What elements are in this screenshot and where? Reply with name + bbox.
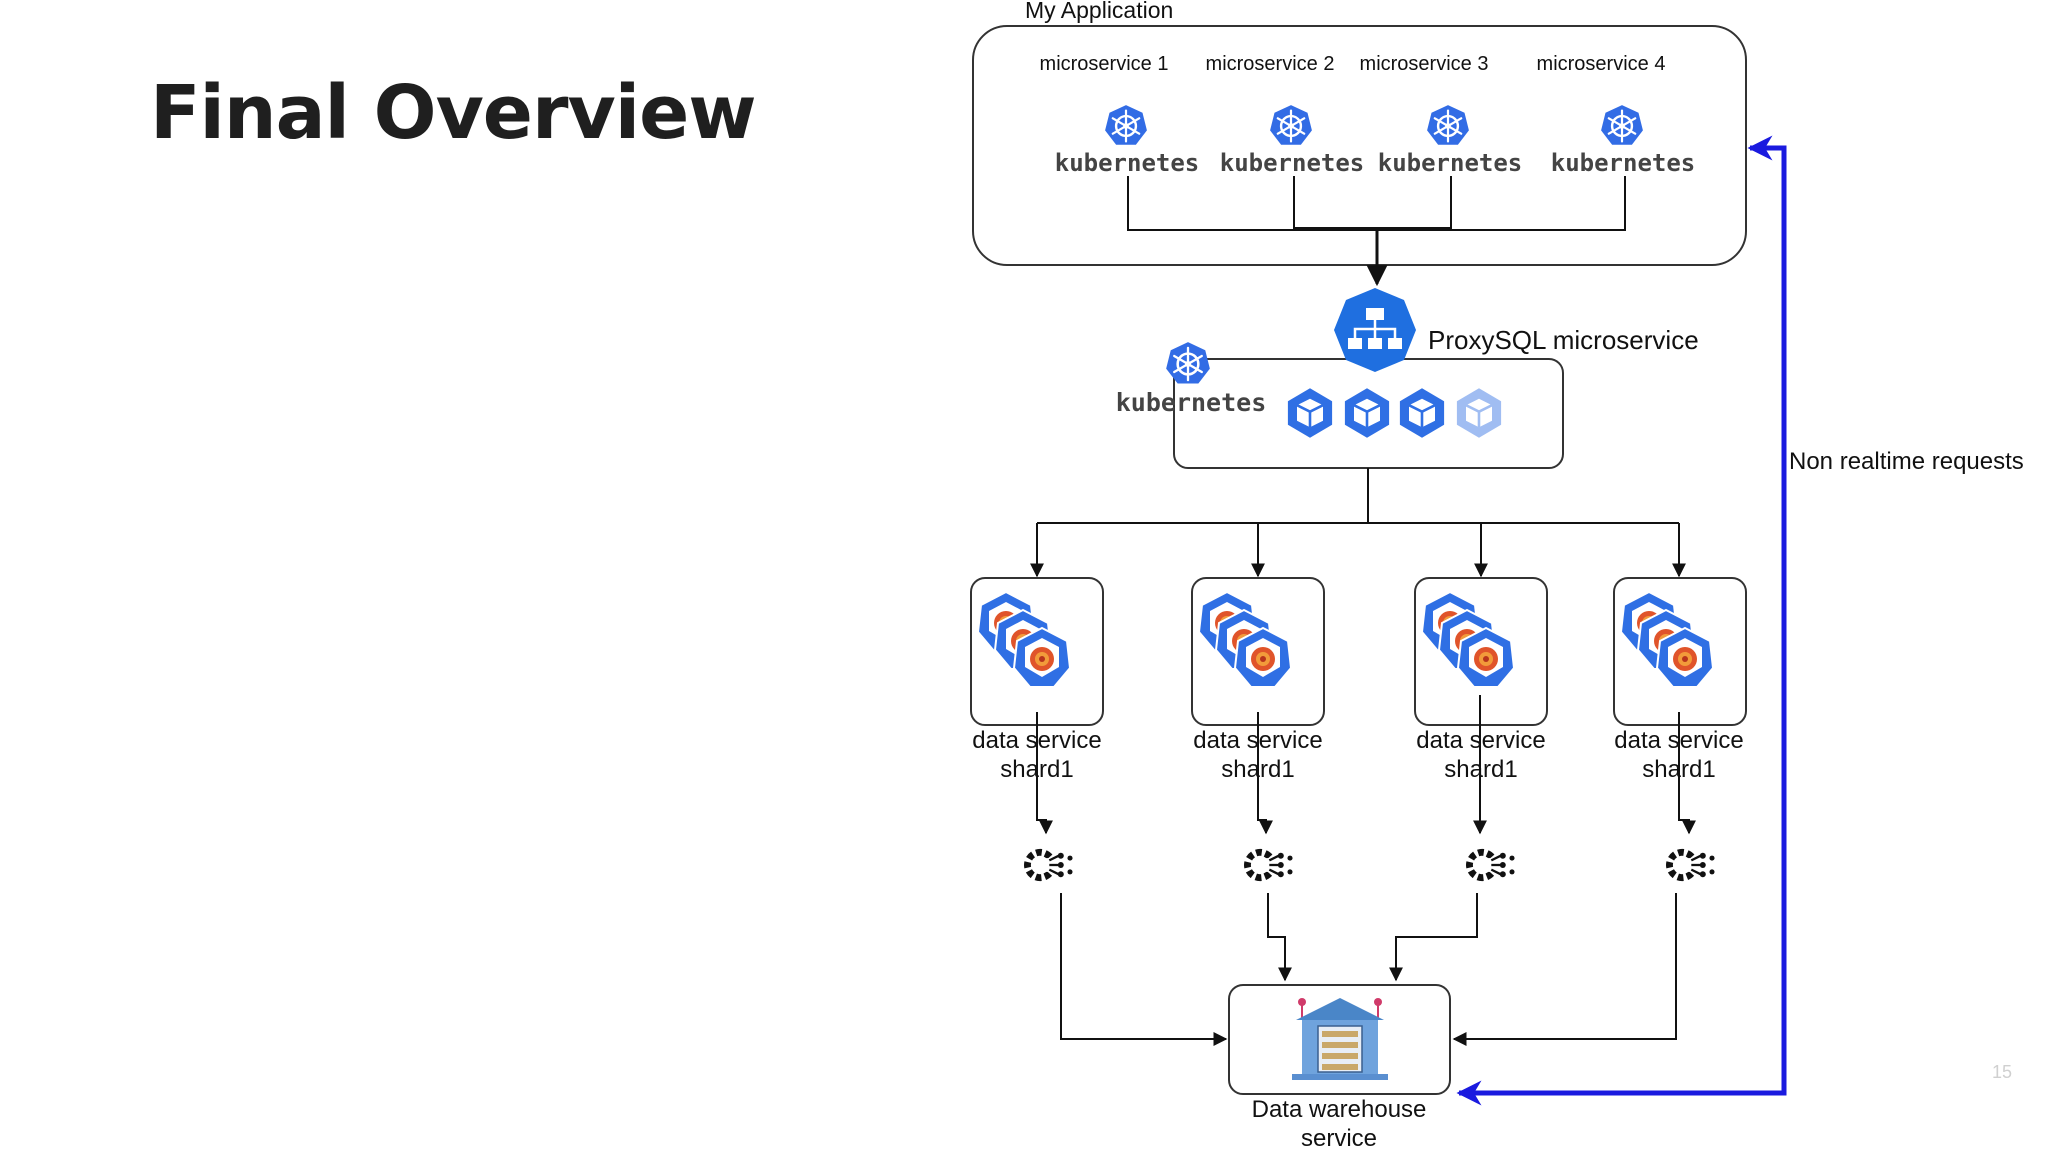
proxy-label: ProxySQL microservice xyxy=(1428,325,1699,355)
page-title: Final Overview xyxy=(150,70,757,156)
kubernetes-label: kubernetes xyxy=(1055,149,1200,177)
microservice-label: microservice 4 xyxy=(1537,53,1666,75)
connector-gear-icon xyxy=(1669,852,1714,877)
kubernetes-label: kubernetes xyxy=(1378,149,1523,177)
non-realtime-requests-label: Non realtime requests xyxy=(1789,448,2024,475)
microservice-label: microservice 3 xyxy=(1360,53,1489,75)
connector-gear-icon xyxy=(1027,852,1072,877)
kubernetes-label: kubernetes xyxy=(1551,149,1696,177)
shard-2: data service shard1 xyxy=(1191,577,1325,783)
kubernetes-label: kubernetes xyxy=(1220,149,1365,177)
warehouse-label-line2: service xyxy=(1301,1125,1377,1152)
page-number: 15 xyxy=(1992,1062,2013,1082)
kubernetes-label: kubernetes xyxy=(1116,388,1267,417)
microservice-label: microservice 1 xyxy=(1040,53,1169,75)
proxy-fanout-connector xyxy=(1037,468,1679,524)
data-warehouse: Data warehouse service xyxy=(1228,984,1451,1152)
warehouse-label-line1: Data warehouse xyxy=(1252,1096,1427,1123)
connector-gear-icon xyxy=(1469,852,1514,877)
microservice-2: microservice 2 kubernetes xyxy=(1206,53,1365,177)
proxy-to-shard-arrows xyxy=(1030,523,1686,578)
app-title: My Application xyxy=(1025,0,1173,23)
network-hierarchy-icon xyxy=(1334,288,1416,372)
connector-gear-icon xyxy=(1247,852,1292,877)
microservice-label: microservice 2 xyxy=(1206,53,1335,75)
microservice-1: microservice 1 kubernetes xyxy=(1040,53,1200,177)
warehouse-server-icon xyxy=(1292,998,1388,1080)
shard-to-connector-arrows xyxy=(1036,695,1696,835)
non-realtime-requests-arrow xyxy=(1456,135,1787,1106)
